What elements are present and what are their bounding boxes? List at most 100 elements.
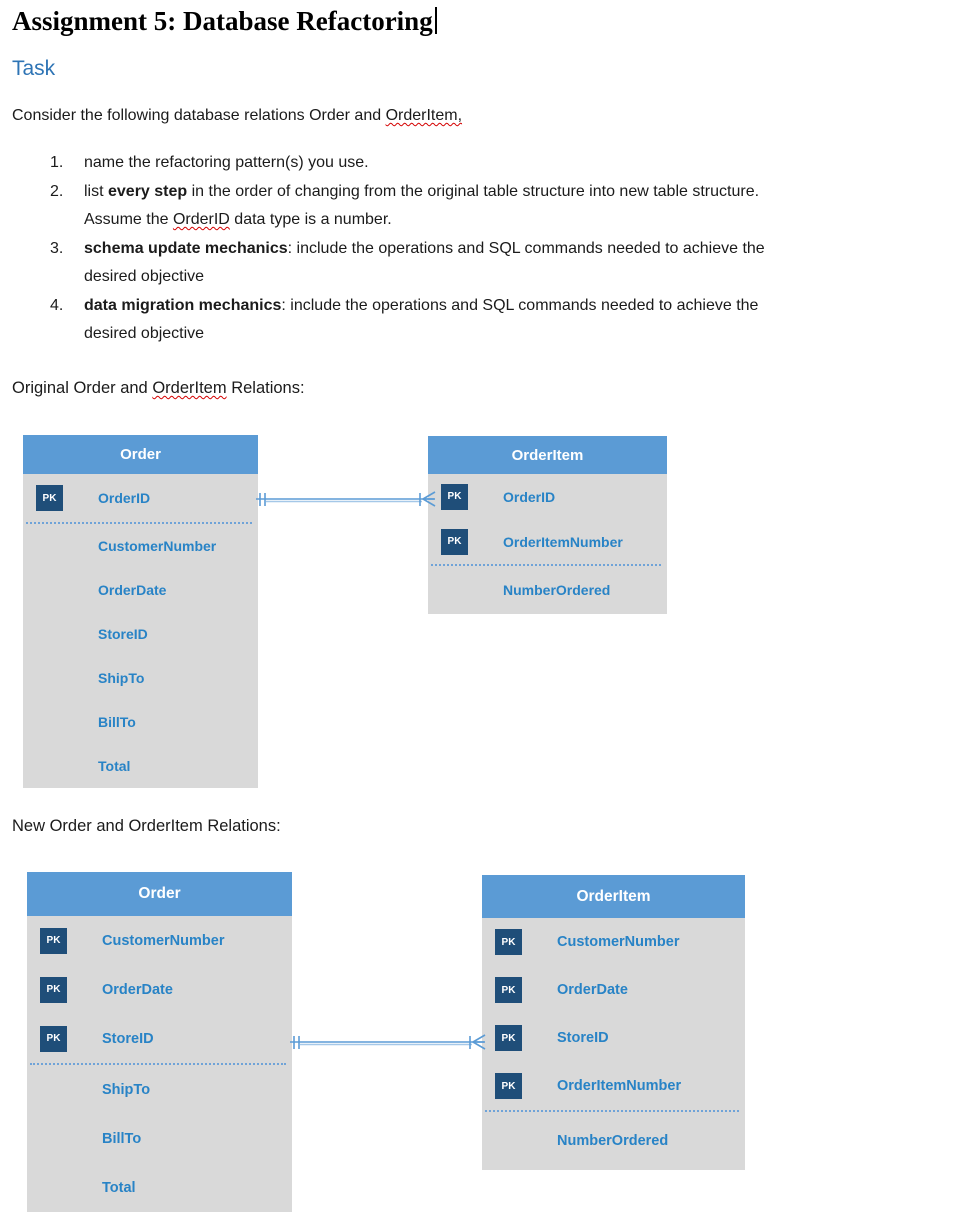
item3-text: : include the operations and SQL command… bbox=[84, 239, 765, 286]
erd-table-orderitem-original: OrderItem PK OrderID PK OrderItemNumber … bbox=[428, 436, 667, 614]
pk-slot: PK bbox=[428, 483, 503, 510]
key-separator bbox=[26, 522, 252, 524]
table-row: StoreID bbox=[23, 612, 258, 656]
item2-bold: every step bbox=[108, 182, 188, 200]
field-name: StoreID bbox=[102, 1030, 154, 1047]
list-item-3: 3. schema update mechanics: include the … bbox=[12, 235, 804, 292]
item2-post: data type is a number. bbox=[229, 211, 392, 228]
pk-badge: PK bbox=[40, 1025, 67, 1052]
pk-slot: PK bbox=[482, 977, 557, 1003]
caption-original-relations: Original Order and OrderItem Relations: bbox=[12, 379, 305, 398]
field-name: CustomerNumber bbox=[557, 934, 680, 950]
field-name: OrderItemNumber bbox=[557, 1078, 682, 1094]
table-header: Order bbox=[23, 435, 258, 474]
field-name: BillTo bbox=[102, 1130, 142, 1147]
table-row: PK OrderID bbox=[428, 474, 667, 519]
pk-slot: PK bbox=[482, 1073, 557, 1099]
pk-slot: PK bbox=[428, 528, 503, 555]
table-row: Total bbox=[23, 744, 258, 788]
pk-slot: PK bbox=[27, 976, 102, 1003]
pk-badge: PK bbox=[40, 927, 67, 954]
field-name: OrderDate bbox=[98, 582, 167, 598]
field-name: OrderDate bbox=[557, 982, 628, 998]
field-name: Total bbox=[102, 1179, 136, 1196]
pk-badge: PK bbox=[36, 485, 63, 511]
list-number: 2. bbox=[50, 182, 64, 200]
table-row: ShipTo bbox=[27, 1065, 292, 1114]
pk-slot: PK bbox=[482, 929, 557, 955]
spellcheck-flagged-word: OrderItem bbox=[152, 379, 227, 397]
one-end-marker bbox=[259, 493, 266, 506]
pk-badge: PK bbox=[495, 1073, 522, 1099]
page-title: Assignment 5: Database Refactoring bbox=[12, 6, 437, 37]
pk-badge: PK bbox=[495, 1025, 522, 1051]
field-name: NumberOrdered bbox=[557, 1133, 669, 1149]
pk-slot: PK bbox=[27, 927, 102, 954]
table-row: PK OrderID bbox=[23, 474, 258, 522]
many-end-crowfoot bbox=[419, 491, 436, 507]
table-header: Order bbox=[27, 872, 292, 916]
list-number: 3. bbox=[50, 239, 64, 257]
item1-text: name the refactoring pattern(s) you use. bbox=[84, 154, 369, 171]
list-item-2: 2. list every step in the order of chang… bbox=[12, 178, 804, 235]
field-name: StoreID bbox=[557, 1030, 609, 1046]
field-name: OrderDate bbox=[102, 981, 173, 998]
spellcheck-flagged-word: OrderID bbox=[172, 211, 230, 228]
pk-slot: PK bbox=[482, 1025, 557, 1051]
table-row: PK OrderItemNumber bbox=[482, 1062, 745, 1110]
item2-mid: in the order of changing from the origin… bbox=[84, 182, 760, 229]
caption-pre: Original Order and bbox=[12, 379, 153, 397]
task-list: 1. name the refactoring pattern(s) you u… bbox=[12, 149, 804, 349]
pk-badge: PK bbox=[441, 483, 468, 510]
text-cursor bbox=[434, 7, 437, 34]
table-row: PK StoreID bbox=[27, 1014, 292, 1063]
list-number: 4. bbox=[50, 296, 64, 314]
many-end-crowfoot bbox=[469, 1034, 486, 1050]
list-number: 1. bbox=[50, 154, 64, 171]
field-name: Total bbox=[98, 758, 131, 774]
pk-slot: PK bbox=[27, 1025, 102, 1052]
erd-table-orderitem-new: OrderItem PK CustomerNumber PK OrderDate… bbox=[482, 875, 745, 1170]
list-item-text: name the refactoring pattern(s) you use. bbox=[84, 149, 369, 178]
field-name: OrderItemNumber bbox=[503, 533, 623, 550]
table-row: PK OrderItemNumber bbox=[428, 519, 667, 564]
table-row: PK CustomerNumber bbox=[27, 916, 292, 965]
table-row: PK CustomerNumber bbox=[482, 918, 745, 966]
table-row: ShipTo bbox=[23, 656, 258, 700]
one-end-marker bbox=[293, 1036, 300, 1049]
pk-badge: PK bbox=[495, 929, 522, 955]
table-row: NumberOrdered bbox=[428, 566, 667, 614]
item3-bold: schema update mechanics bbox=[84, 239, 288, 257]
field-name: NumberOrdered bbox=[503, 582, 611, 598]
field-name: CustomerNumber bbox=[102, 932, 225, 949]
item2-pre: list bbox=[84, 182, 108, 200]
key-separator bbox=[485, 1110, 739, 1112]
page-title-text: Assignment 5: Database Refactoring bbox=[12, 6, 433, 36]
field-name: BillTo bbox=[98, 714, 136, 730]
field-name: OrderID bbox=[98, 490, 151, 506]
table-row: PK OrderDate bbox=[27, 965, 292, 1014]
list-item-text: list every step in the order of changing… bbox=[84, 178, 804, 235]
pk-badge: PK bbox=[495, 977, 522, 1003]
table-row: BillTo bbox=[27, 1114, 292, 1163]
intro-text: Consider the following database relation… bbox=[12, 107, 386, 124]
table-row: NumberOrdered bbox=[482, 1112, 745, 1170]
caption-new-relations: New Order and OrderItem Relations: bbox=[12, 817, 281, 835]
intro-paragraph: Consider the following database relation… bbox=[12, 107, 462, 125]
pk-badge: PK bbox=[441, 528, 468, 555]
key-separator bbox=[431, 564, 661, 566]
table-row: PK StoreID bbox=[482, 1014, 745, 1062]
relationship-connector-original bbox=[256, 491, 436, 507]
erd-table-order-original: Order PK OrderID CustomerNumber OrderDat… bbox=[23, 435, 258, 788]
table-row: Total bbox=[27, 1163, 292, 1212]
list-item-1: 1. name the refactoring pattern(s) you u… bbox=[12, 149, 804, 178]
item4-text: : include the operations and SQL command… bbox=[84, 296, 759, 343]
key-separator bbox=[30, 1063, 286, 1065]
item4-bold: data migration mechanics bbox=[84, 296, 282, 314]
field-name: ShipTo bbox=[98, 670, 145, 686]
spellcheck-flagged-word: OrderItem, bbox=[385, 107, 463, 124]
list-item-4: 4. data migration mechanics: include the… bbox=[12, 292, 804, 349]
section-heading-task: Task bbox=[12, 57, 56, 80]
relationship-connector-new bbox=[290, 1034, 486, 1050]
